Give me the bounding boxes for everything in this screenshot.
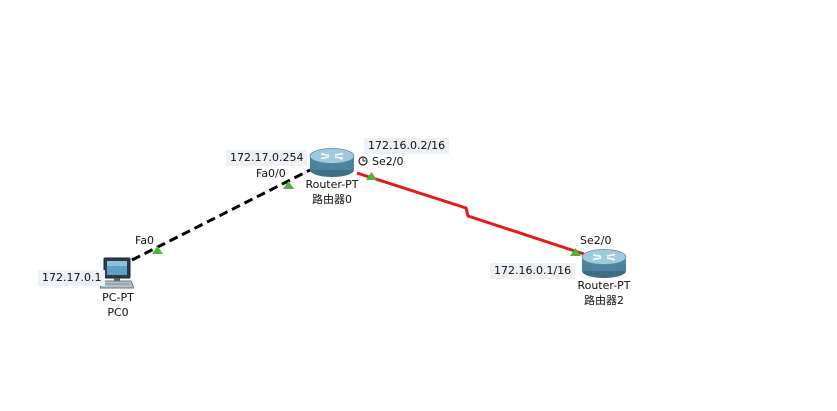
router0-type-label: Router-PT: [305, 178, 359, 191]
pc0-port-label: Fa0: [135, 234, 155, 247]
router2-type-label: Router-PT: [577, 279, 631, 292]
router0-device[interactable]: [308, 146, 356, 178]
router0-fa-port-label: Fa0/0: [256, 167, 286, 180]
pc-icon: [99, 257, 135, 289]
port-status-router0-fa0: [283, 181, 294, 189]
router0-se-ip-label: 172.16.0.2/16: [364, 138, 450, 154]
router0-se-port-label: Se2/0: [372, 155, 404, 168]
pc0-ip-label: 172.17.0.1: [38, 270, 106, 286]
router0-fa-ip-label: 172.17.0.254: [226, 150, 308, 166]
clock-icon: [358, 156, 368, 166]
port-status-router0-se2: [366, 172, 377, 180]
port-status-router2-se2: [570, 248, 581, 256]
router2-se-port-label: Se2/0: [580, 234, 612, 247]
router2-name-label: 路由器2: [584, 294, 624, 307]
router0-name-label: 路由器0: [312, 193, 352, 206]
port-status-pc0-fa0: [152, 246, 163, 254]
pc0-name-label: PC0: [107, 306, 129, 319]
pc0-device[interactable]: [99, 257, 135, 291]
pc0-type-label: PC-PT: [102, 291, 134, 304]
router-icon: [309, 148, 355, 177]
router2-se-ip-label: 172.16.0.1/16: [490, 263, 576, 279]
serial-link[interactable]: [356, 171, 585, 256]
router-icon: [581, 249, 627, 278]
ethernet-link[interactable]: [131, 168, 311, 262]
router2-device[interactable]: [580, 247, 628, 279]
